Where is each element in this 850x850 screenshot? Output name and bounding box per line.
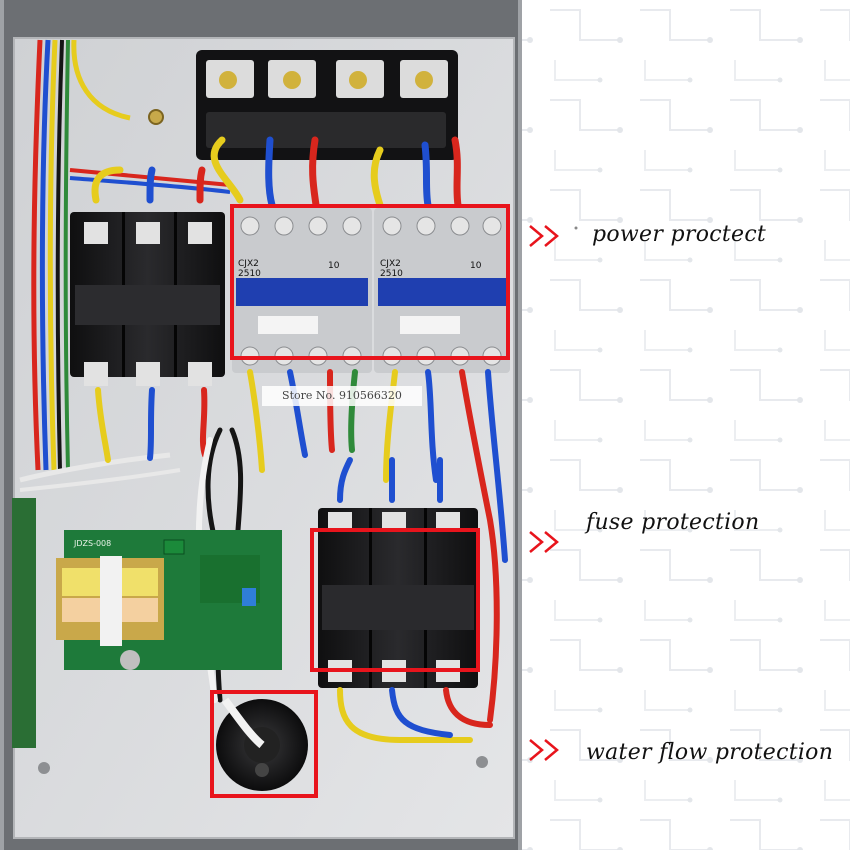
panel-screws (38, 756, 488, 774)
contactor-right: CJX2 2510 10 (374, 208, 510, 373)
contactor-left-model: CJX2 (238, 259, 259, 269)
contactor-left-rating: 2510 (238, 269, 261, 279)
highlight-fuses (310, 528, 480, 672)
contactor-right-model: CJX2 (380, 259, 401, 269)
contactor-right-rating: 2510 (380, 269, 403, 279)
contactor-right-number: 10 (470, 261, 482, 271)
top-terminal-block (196, 50, 458, 160)
label-fuse-protection: fuse protection (586, 510, 760, 535)
arrow-water-icon (529, 739, 559, 761)
upper-breaker (70, 212, 225, 386)
contactor-left-number: 10 (328, 261, 340, 271)
contactor-left: CJX2 2510 10 (232, 208, 372, 373)
arrow-markers (529, 225, 559, 761)
label-water-flow-protection: water flow protection (586, 740, 834, 765)
highlight-flow-switch (210, 690, 318, 798)
pcb-label: JDZS-008 (73, 539, 111, 548)
fuse-block (318, 508, 478, 688)
store-watermark: Store No. 910566320 (262, 386, 422, 406)
highlight-contactors (230, 204, 510, 360)
arrow-power-icon (529, 225, 559, 247)
background-circuit-pattern (500, 0, 850, 850)
lower-wires (337, 457, 493, 743)
control-pcb: JDZS-008 (56, 530, 282, 670)
highlight-boxes (210, 204, 510, 798)
top-wires (91, 136, 462, 209)
side-pcb-strip (12, 498, 36, 748)
label-power-protect: power proctect (592, 222, 767, 247)
left-wire-bundle (19, 39, 231, 492)
arrow-fuse-icon (529, 531, 559, 553)
water-flow-switch (216, 697, 308, 791)
